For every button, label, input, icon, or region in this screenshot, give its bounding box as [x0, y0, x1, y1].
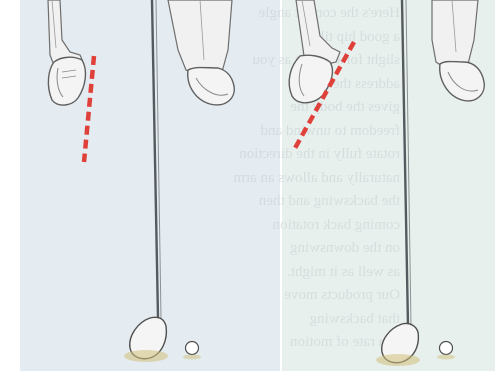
left-figure-right-shoe — [188, 68, 235, 105]
left-figure-left-shoe — [48, 57, 85, 105]
right-figure — [289, 0, 484, 366]
left-figure — [48, 0, 234, 362]
right-golf-ball — [440, 342, 453, 355]
left-figure-right-trouser — [168, 0, 232, 76]
right-figure-right-shoe — [440, 62, 485, 101]
left-golf-ball — [186, 342, 199, 355]
